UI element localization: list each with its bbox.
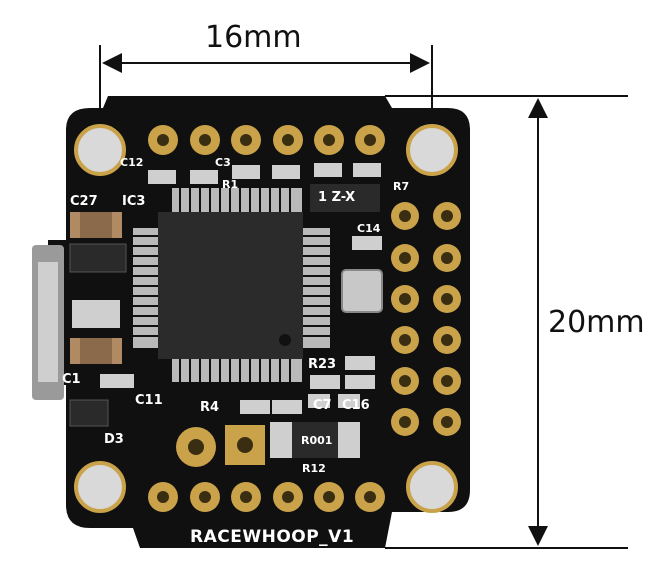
board-name-silkscreen: RACEWHOOP_V1: [190, 527, 355, 547]
smd-components: [69, 163, 383, 458]
label-d3: D3: [104, 432, 124, 447]
label-r001: R001: [301, 434, 333, 447]
mounting-hole-bottom-left: [74, 461, 126, 513]
mounting-hole-top-left: [74, 124, 126, 176]
top-pad-row: [148, 125, 385, 155]
usb-connector-inner: [38, 262, 58, 382]
mcu-pin1-dot: [279, 334, 291, 346]
mounting-holes: [74, 124, 458, 513]
dimension-annotations: [99, 45, 628, 549]
label-c11: C11: [135, 393, 163, 408]
label-c14: C14: [357, 222, 381, 235]
pcb-board: [32, 96, 470, 548]
bottom-pad-row: [148, 482, 385, 512]
label-ic3: IC3: [122, 194, 146, 209]
right-pad-columns: [391, 202, 461, 436]
label-orientation: 1 Z-X: [318, 190, 356, 205]
label-r23: R23: [308, 357, 337, 372]
label-c27: C27: [70, 194, 98, 209]
label-r7: R7: [393, 180, 410, 193]
label-r4: R4: [200, 400, 220, 415]
label-c16: C16: [342, 398, 370, 413]
label-c1: C1: [62, 372, 81, 387]
label-c3: C3: [215, 156, 231, 169]
crystal-oscillator: [341, 269, 383, 313]
width-dimension-label: 16mm: [205, 20, 302, 55]
mounting-hole-bottom-right: [406, 461, 458, 513]
mcu-pin-gaps: [133, 188, 330, 382]
label-c12: C12: [120, 156, 144, 169]
label-r12: R12: [302, 462, 326, 475]
mounting-hole-top-right: [406, 124, 458, 176]
label-c7: C7: [313, 398, 332, 413]
height-dimension-label: 20mm: [548, 305, 645, 340]
mcu-chip: [158, 212, 303, 359]
label-r1: R1: [222, 178, 239, 191]
